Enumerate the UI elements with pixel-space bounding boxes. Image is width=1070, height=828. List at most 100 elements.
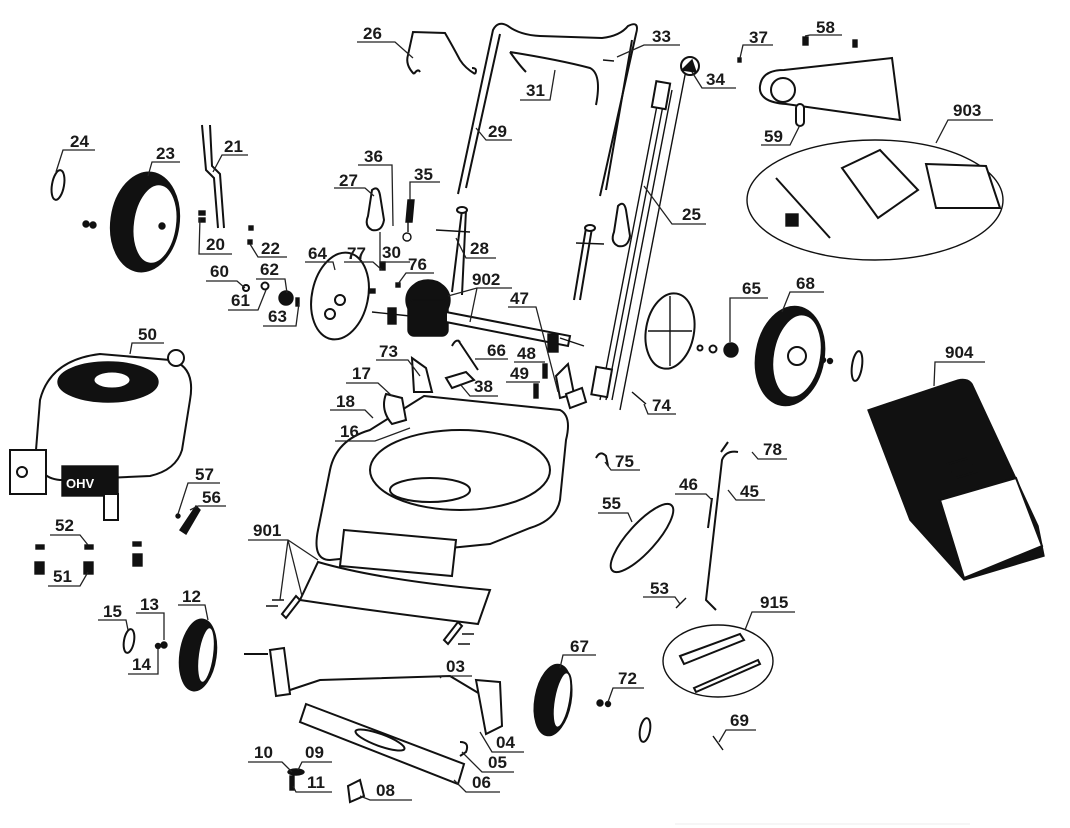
pin-69-part (712, 735, 724, 751)
label-33: 33 (652, 27, 671, 46)
label-904: 904 (945, 343, 974, 362)
label-11: 11 (307, 773, 325, 792)
drive-lever-part (509, 51, 599, 106)
pin-46b-part (720, 441, 729, 453)
label-73: 73 (379, 342, 398, 361)
label-72: 72 (618, 669, 637, 688)
label-55: 55 (602, 494, 621, 513)
gear-65-part (696, 342, 739, 358)
spark-plug-part (179, 504, 201, 535)
label-60: 60 (210, 262, 229, 281)
belt-part (609, 502, 675, 574)
label-05: 05 (488, 753, 507, 772)
label-20: 20 (206, 235, 225, 254)
label-51: 51 (53, 567, 72, 586)
clip-05-part (459, 741, 469, 757)
label-10: 10 (254, 743, 273, 762)
label-56: 56 (202, 488, 221, 507)
screw-57-part (175, 513, 181, 519)
label-38: 38 (474, 377, 493, 396)
cable-clip-part (680, 56, 700, 76)
label-47: 47 (510, 289, 529, 308)
pin-46-part (707, 497, 713, 529)
screws-misc (533, 363, 647, 405)
label-64: 64 (308, 244, 327, 263)
label-26: 26 (363, 24, 382, 43)
height-plate-part (383, 392, 408, 426)
label-25: 25 (682, 205, 701, 224)
label-903: 903 (953, 101, 981, 120)
label-74: 74 (652, 396, 671, 415)
spring-66-part (451, 339, 479, 371)
hub-cap-24-part (50, 169, 66, 201)
engine-badge: OHV (66, 476, 95, 491)
front-wheel-left-part (178, 618, 218, 692)
label-50: 50 (138, 325, 157, 344)
label-08: 08 (376, 781, 395, 800)
label-16: 16 (340, 422, 359, 441)
label-14: 14 (132, 655, 151, 674)
blade-part (298, 702, 466, 786)
label-36: 36 (364, 147, 383, 166)
bracket-38-part (444, 370, 476, 390)
hub-cap-15-part (122, 628, 136, 654)
screws-58 (737, 36, 858, 63)
nut-13-14 (154, 641, 168, 650)
label-30: 30 (382, 243, 401, 262)
label-53: 53 (650, 579, 669, 598)
label-09: 09 (305, 743, 324, 762)
engine-part: OHV (9, 349, 192, 521)
belt-cover-part (758, 56, 902, 127)
upper-handle-part (457, 22, 638, 197)
label-04: 04 (496, 733, 515, 752)
label-28: 28 (470, 239, 489, 258)
nuts-23 (82, 220, 97, 229)
label-52: 52 (55, 516, 74, 535)
label-57: 57 (195, 465, 214, 484)
rail-set-part (662, 624, 774, 698)
rod-45-part (704, 450, 739, 611)
pin-53-part (675, 597, 687, 609)
label-18: 18 (336, 392, 355, 411)
label-03: 03 (446, 657, 465, 676)
label-15: 15 (103, 602, 122, 621)
label-901: 901 (253, 521, 281, 540)
label-17: 17 (352, 364, 371, 383)
front-wheel-right-part (533, 663, 573, 737)
label-77: 77 (347, 244, 366, 263)
label-29: 29 (488, 122, 507, 141)
label-67: 67 (570, 637, 589, 656)
spring-35-eye (402, 232, 412, 242)
nut-68 (819, 356, 834, 365)
label-75: 75 (615, 452, 634, 471)
label-06: 06 (472, 773, 491, 792)
hub-cap-68-part (850, 350, 864, 382)
brake-bar-part (406, 30, 477, 75)
label-48: 48 (517, 344, 536, 363)
rear-wheel-left-part (109, 171, 181, 273)
rear-wheel-right-part (754, 305, 826, 407)
engine-bolts-part (34, 541, 143, 575)
label-23: 23 (156, 144, 175, 163)
label-24: 24 (70, 132, 89, 151)
label-76: 76 (408, 255, 427, 274)
quick-release-lever-part (365, 187, 632, 248)
label-62: 62 (260, 260, 279, 279)
label-35: 35 (414, 165, 433, 184)
label-65: 65 (742, 279, 761, 298)
label-902: 902 (472, 270, 500, 289)
grass-catcher-part (867, 378, 1045, 581)
spring-35-part (405, 199, 415, 232)
plate-48-part (564, 386, 588, 410)
lower-handle-part (435, 206, 605, 301)
label-45: 45 (740, 482, 759, 501)
label-915: 915 (760, 593, 788, 612)
deck-part (298, 394, 569, 626)
label-31: 31 (526, 81, 545, 100)
hook-75-part (595, 452, 609, 467)
gearbox-part (371, 279, 585, 353)
cables-part (590, 69, 687, 411)
small-hardware-left (198, 210, 401, 307)
label-27: 27 (339, 171, 358, 190)
